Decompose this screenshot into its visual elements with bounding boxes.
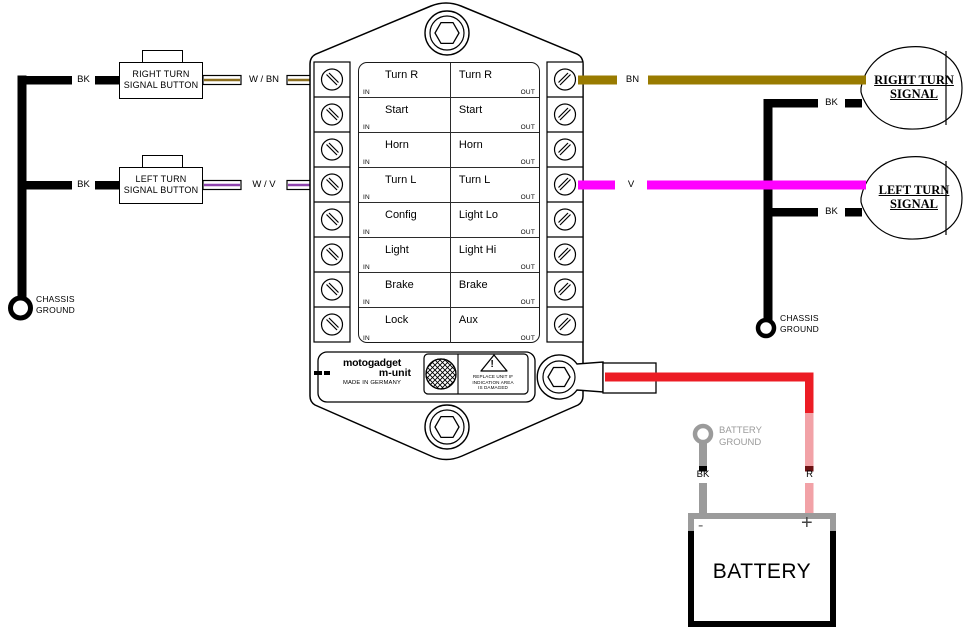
- right-button-tab: [142, 50, 183, 63]
- brand-logo: motogadget: [342, 357, 402, 369]
- wire-label-bk-left-signal: BK: [825, 206, 838, 217]
- left-turn-signal-bulb: [860, 156, 963, 240]
- warning-exclamation: !: [490, 359, 494, 370]
- battery-ground-icon: [692, 423, 714, 445]
- right-chassis-ground-wiring: [755, 99, 862, 339]
- origin-text: MADE IN GERMANY: [342, 380, 402, 386]
- warning-text: REPLACE UNIT IF INDICATION AREA IS DAMAG…: [472, 374, 514, 391]
- right-turn-signal-button: RIGHT TURN SIGNAL BUTTON: [119, 62, 203, 99]
- battery-positive-wire: [605, 372, 814, 514]
- right-turn-signal-bulb: [860, 46, 963, 130]
- wire-label-bk-left-button: BK: [77, 179, 90, 190]
- battery-label: BATTERY: [712, 560, 812, 583]
- wire-label-w-bn: W / BN: [248, 74, 280, 85]
- motogadget-branding: motogadget m-unit MADE IN GERMANY: [330, 358, 414, 388]
- bottom-hex-bolt-icon: [424, 404, 470, 450]
- battery-plus-terminal: +: [801, 512, 813, 534]
- wire-label-bk-right-signal: BK: [825, 97, 838, 108]
- warning-triangle-icon: [480, 354, 508, 372]
- left-chassis-ground-label: CHASSIS GROUND: [36, 294, 75, 315]
- wire-label-bn: BN: [625, 74, 640, 85]
- wire-label-bk-battery: BK: [696, 469, 710, 480]
- wire-label-r-battery: R: [806, 469, 813, 480]
- brand-mark: [324, 371, 330, 375]
- wire-label-v: V: [627, 179, 635, 190]
- wire-v: [578, 180, 866, 190]
- left-button-tab: [142, 155, 183, 168]
- brand-mark: [314, 371, 322, 375]
- battery-ground-label: BATTERY GROUND: [719, 425, 762, 448]
- right-turn-signal-label: RIGHT TURN SIGNAL: [874, 73, 954, 101]
- left-turn-signal-button: LEFT TURN SIGNAL BUTTON: [119, 167, 203, 204]
- left-chassis-ground-wiring: [8, 75, 120, 321]
- wire-label-w-v: W / V: [252, 179, 276, 190]
- top-hex-bolt-icon: [424, 10, 470, 56]
- battery-ground-wiring: [692, 423, 714, 514]
- left-turn-signal-label: LEFT TURN SIGNAL: [878, 183, 950, 211]
- left-chassis-ground-icon: [8, 295, 33, 321]
- wire-bn: [578, 75, 866, 85]
- model-name: m-unit: [378, 367, 411, 379]
- right-chassis-ground-label: CHASSIS GROUND: [780, 313, 819, 334]
- right-chassis-ground-icon: [755, 317, 777, 339]
- battery-box: [688, 513, 836, 627]
- battery-minus-terminal: -: [698, 517, 704, 534]
- wire-label-bk-right-button: BK: [77, 74, 90, 85]
